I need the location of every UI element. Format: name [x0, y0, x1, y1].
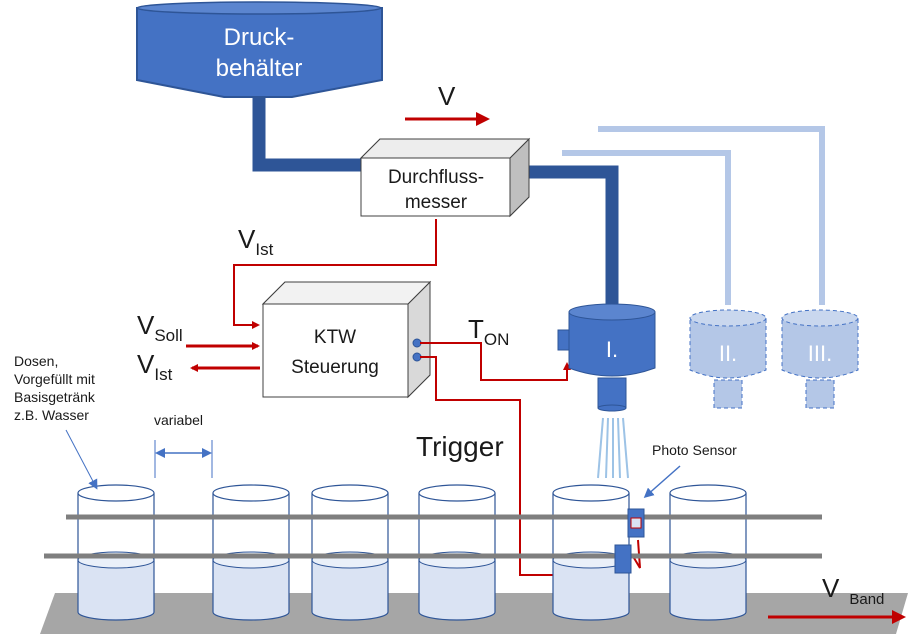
ktw-controller: KTW Steuerung: [261, 280, 432, 399]
nozzle-3-label: III.: [808, 341, 832, 366]
can-liquid: [312, 560, 388, 620]
flow-velocity-arrow: V: [405, 81, 490, 126]
v-ist-output-label: VIst: [137, 349, 173, 384]
liquid-spray: [597, 417, 629, 479]
can: [311, 484, 389, 621]
controller-label-line2: Steuerung: [291, 357, 379, 378]
can-liquid: [553, 560, 629, 620]
t-on-line: [420, 342, 571, 381]
flow-meter-label-line1: Durchfluss-: [388, 167, 484, 188]
spacing-label: variabel: [154, 412, 203, 428]
controller-label-line1: KTW: [314, 327, 356, 348]
controller-port-bottom: [412, 352, 422, 362]
can-liquid: [419, 560, 495, 620]
trigger-line: [420, 356, 615, 576]
can: [212, 484, 290, 621]
can-liquid: [670, 560, 746, 620]
trigger-label: Trigger: [416, 431, 504, 462]
cans-note-line4: z.B. Wasser: [14, 407, 89, 423]
photo-sensor-label: Photo Sensor: [652, 442, 737, 458]
photo-sensor: Photo Sensor: [614, 442, 737, 574]
cans-note-line2: Vorgefüllt mit: [14, 371, 95, 387]
nozzle-2-label: II.: [719, 341, 737, 366]
tank-label-line1: Druck-: [224, 24, 295, 51]
cans-note-line1: Dosen,: [14, 353, 58, 369]
pipes-active: [252, 85, 619, 305]
controller-port-top: [412, 338, 422, 348]
t-on-label: TON: [468, 314, 509, 349]
flow-meter-label-line2: messer: [405, 192, 468, 213]
can: [418, 484, 496, 621]
v-soll-label: VSoll: [137, 310, 183, 345]
nozzle-3: III.: [781, 309, 859, 409]
guide-rails: [44, 514, 822, 559]
can: [669, 484, 747, 621]
v-soll-input: VSoll: [137, 310, 260, 350]
v-ist-output: VIst: [137, 349, 260, 384]
sensor-link-line: [633, 539, 641, 569]
can: [77, 484, 155, 621]
can-liquid: [213, 560, 289, 620]
pressure-tank: Druck- behälter: [136, 1, 383, 98]
cans-note: Dosen, Vorgefüllt mit Basisgetränk z.B. …: [14, 353, 98, 490]
cans-note-line3: Basisgetränk: [14, 389, 96, 405]
nozzle-2: II.: [689, 309, 767, 409]
v-ist-feedback-label: VIst: [238, 224, 274, 259]
nozzle-1-label: I.: [606, 337, 618, 362]
v-ist-feedback-line: [233, 219, 437, 329]
nozzle-1: I.: [557, 303, 656, 412]
can-liquid: [78, 560, 154, 620]
flow-meter: Durchfluss- messer: [359, 137, 531, 218]
pipes-inactive: [562, 126, 825, 305]
flow-velocity-label: V: [438, 81, 456, 111]
spacing-indicator: variabel: [154, 412, 213, 478]
tank-label-line2: behälter: [216, 55, 303, 82]
